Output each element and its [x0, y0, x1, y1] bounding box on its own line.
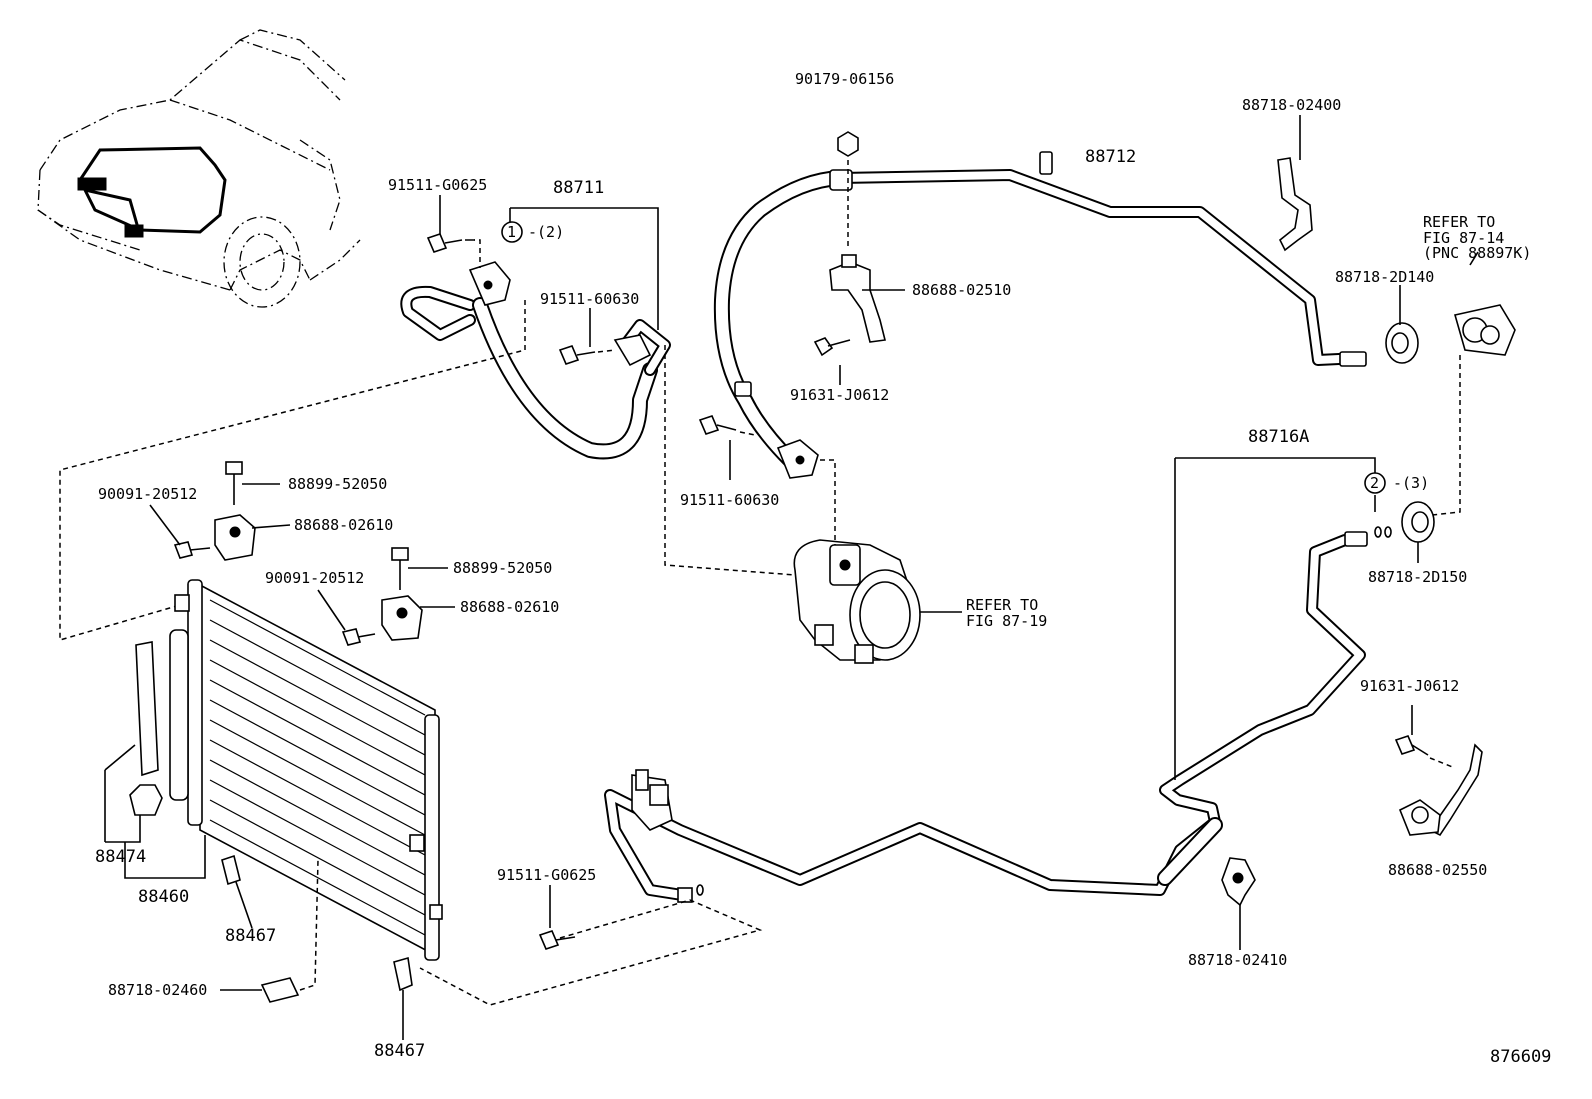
bolt-90091-20512-b-icon — [317, 589, 376, 646]
label-88718-2D140: 88718-2D140 — [1335, 268, 1434, 286]
label-88467-a: 88467 — [225, 926, 276, 946]
label-88718-02460: 88718-02460 — [108, 981, 207, 999]
clip-88718-02460-icon — [220, 859, 319, 1003]
label-refer-87-14-line3: (PNC 88897K) — [1423, 244, 1531, 262]
label-refer-87-14-line2: FIG 87-14 — [1423, 229, 1504, 247]
leader-lines — [439, 115, 1479, 780]
label-refer-87-19-line1: REFER TO — [966, 596, 1038, 614]
label-refer-87-19-line2: FIG 87-19 — [966, 612, 1047, 630]
label-91631-J0612-top: 91631-J0612 — [790, 386, 889, 404]
label-90179-06156: 90179-06156 — [795, 70, 894, 88]
bracket-88688-02610-b-icon — [381, 595, 455, 641]
suction-hose-88712 — [713, 151, 1367, 479]
label-88718-2D150: 88718-2D150 — [1368, 568, 1467, 586]
bolt-88899-52050-b-icon — [391, 547, 448, 590]
clamp-88718-02400-icon — [1277, 157, 1313, 252]
callout-2-icon — [1364, 472, 1386, 494]
callout-1: 1 — [507, 223, 516, 241]
label-88688-02610-a: 88688-02610 — [294, 516, 393, 534]
fitting-88897K-icon — [1431, 304, 1516, 516]
diagram-id: 876609 — [1490, 1047, 1551, 1067]
label-88899-52050-a: 88899-52050 — [288, 475, 387, 493]
bolt-90091-20512-a-icon — [149, 504, 211, 559]
label-88711: 88711 — [553, 178, 604, 198]
label-88712: 88712 — [1085, 147, 1136, 167]
bracket-88688-02510-icon — [829, 254, 886, 343]
label-90091-20512-a: 90091-20512 — [98, 485, 197, 503]
callout-1-qty: -(2) — [528, 223, 564, 241]
cap-88718-2D140-icon — [1385, 322, 1419, 364]
label-88688-02550: 88688-02550 — [1388, 861, 1487, 879]
bolt-91511-G0625-bottom-icon — [538, 885, 576, 950]
compressor-icon — [793, 539, 962, 664]
label-90091-20512-b: 90091-20512 — [265, 569, 364, 587]
label-91511-G0625-bottom: 91511-G0625 — [497, 866, 596, 884]
callout-1-icon — [501, 221, 523, 243]
label-88460: 88460 — [138, 887, 189, 907]
vehicle-overview-icon — [37, 29, 361, 308]
label-refer-87-14-line1: REFER TO — [1423, 213, 1495, 231]
condenser-88460-icon — [169, 579, 443, 961]
callout-2: 2 — [1370, 474, 1379, 492]
label-88716A: 88716A — [1248, 427, 1309, 447]
clamp-88718-02410-icon — [1221, 857, 1256, 950]
nut-90179-06156-icon — [837, 131, 859, 250]
bolt-91631-J0612-top-icon — [813, 337, 851, 357]
label-88718-02410: 88718-02410 — [1188, 951, 1287, 969]
label-91511-60630-b: 91511-60630 — [680, 491, 779, 509]
bracket-88467-b-icon — [393, 956, 413, 1040]
label-88899-52050-b: 88899-52050 — [453, 559, 552, 577]
label-88688-02510: 88688-02510 — [912, 281, 1011, 299]
label-88467-b: 88467 — [374, 1041, 425, 1061]
label-91511-G0625-top: 91511-G0625 — [388, 176, 487, 194]
bracket-88688-02550-icon — [1398, 743, 1483, 837]
label-91511-60630-a: 91511-60630 — [540, 290, 639, 308]
label-88718-02400: 88718-02400 — [1242, 96, 1341, 114]
bracket-88474-icon — [104, 641, 206, 879]
liquid-tube-88716A — [604, 531, 1368, 903]
label-88474: 88474 — [95, 847, 146, 867]
bracket-88467-a-icon — [221, 854, 253, 929]
label-91631-J0612-right: 91631-J0612 — [1360, 677, 1459, 695]
callout-2-qty: -(3) — [1393, 474, 1429, 492]
bracket-88688-02610-a-icon — [214, 514, 291, 561]
bolt-91511-60630-b-icon — [698, 415, 756, 436]
discharge-hose-88711 — [400, 261, 671, 460]
bolt-91511-G0625-top-icon — [426, 233, 475, 253]
bolt-91631-J0612-right-icon — [1394, 705, 1456, 769]
label-88688-02610-b: 88688-02610 — [460, 598, 559, 616]
bolt-88899-52050-a-icon — [225, 461, 280, 505]
bolt-91511-60630-a-icon — [558, 345, 616, 365]
cap-88718-2D150-icon — [1374, 501, 1435, 563]
